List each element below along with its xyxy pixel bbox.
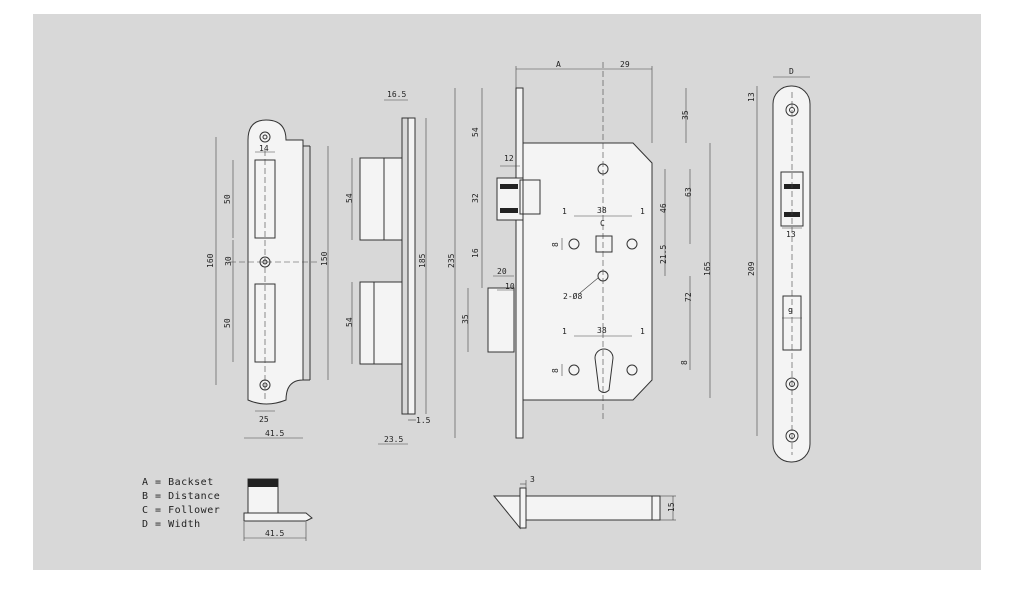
dim-14: 14 <box>259 144 269 153</box>
dim-21-5: 21.5 <box>659 245 668 264</box>
dim-41-5-bolt: 41.5 <box>265 529 284 538</box>
dim-165: 165 <box>703 261 712 276</box>
lock-body-view: A 29 35 54 12 32 235 16 20 10 35 1 38 1 … <box>447 60 712 439</box>
dim-A: A <box>556 60 561 69</box>
dim-1-a: 1 <box>562 207 567 216</box>
legend-width: D = Width <box>142 519 201 530</box>
dim-1-c: 1 <box>562 327 567 336</box>
dim-13-top: 13 <box>747 92 756 102</box>
dim-12: 12 <box>504 154 514 163</box>
dim-50-bot: 50 <box>223 318 232 328</box>
dim-32: 32 <box>471 193 480 203</box>
dim-10: 10 <box>505 282 515 291</box>
dim-8-c: 8 <box>680 360 689 365</box>
dim-54-top-side: 54 <box>345 193 354 203</box>
dim-72: 72 <box>684 292 693 302</box>
bottom-section-view: 3 15 <box>492 475 676 530</box>
dim-63: 63 <box>684 187 693 197</box>
bolt-detail-view: 41.5 <box>243 478 313 541</box>
dim-38-b: 38 <box>597 326 607 335</box>
dim-23-5: 23.5 <box>384 435 403 444</box>
dim-150: 150 <box>320 251 329 266</box>
dim-20: 20 <box>497 267 507 276</box>
legend-backset: A = Backset <box>142 477 214 488</box>
dim-1-d: 1 <box>640 327 645 336</box>
dim-8-b: 8 <box>551 368 560 373</box>
dim-35-top: 35 <box>681 110 690 120</box>
dim-16-5: 16.5 <box>387 90 406 99</box>
dim-1-b: 1 <box>640 207 645 216</box>
side-profile-view: 16.5 54 54 185 1.5 23.5 <box>345 90 431 445</box>
dim-2-8: 2-Ø8 <box>563 291 582 301</box>
dim-D: D <box>789 67 794 76</box>
dim-185: 185 <box>418 253 427 268</box>
dim-8-a: 8 <box>551 242 560 247</box>
legend: A = Backset B = Distance C = Follower D … <box>142 477 220 530</box>
dim-50-top: 50 <box>223 194 232 204</box>
dim-35-bot: 35 <box>461 314 470 324</box>
dim-9: 9 <box>788 307 793 316</box>
dim-46: 46 <box>659 203 668 213</box>
legend-distance: B = Distance <box>142 491 220 502</box>
dim-29: 29 <box>620 60 630 69</box>
dim-15: 15 <box>667 502 676 512</box>
dim-54-bot-side: 54 <box>345 317 354 327</box>
dim-235: 235 <box>447 253 456 268</box>
dim-16: 16 <box>471 248 480 258</box>
face-plate-view: D 13 13 209 9 <box>747 67 811 463</box>
dim-54-body: 54 <box>471 127 480 137</box>
strike-plate-view: 14 50 30 50 160 150 25 41.5 <box>206 119 329 439</box>
dim-160: 160 <box>206 253 215 268</box>
dim-41-5: 41.5 <box>265 429 284 438</box>
dim-30: 30 <box>224 256 233 266</box>
dim-13-face: 13 <box>786 230 796 239</box>
legend-follower: C = Follower <box>142 505 220 516</box>
dim-209: 209 <box>747 261 756 276</box>
dim-38-a: 38 <box>597 206 607 215</box>
dim-C: C <box>600 219 605 228</box>
dim-25: 25 <box>259 415 269 424</box>
dim-3: 3 <box>530 475 535 484</box>
dim-1-5: 1.5 <box>416 416 431 425</box>
